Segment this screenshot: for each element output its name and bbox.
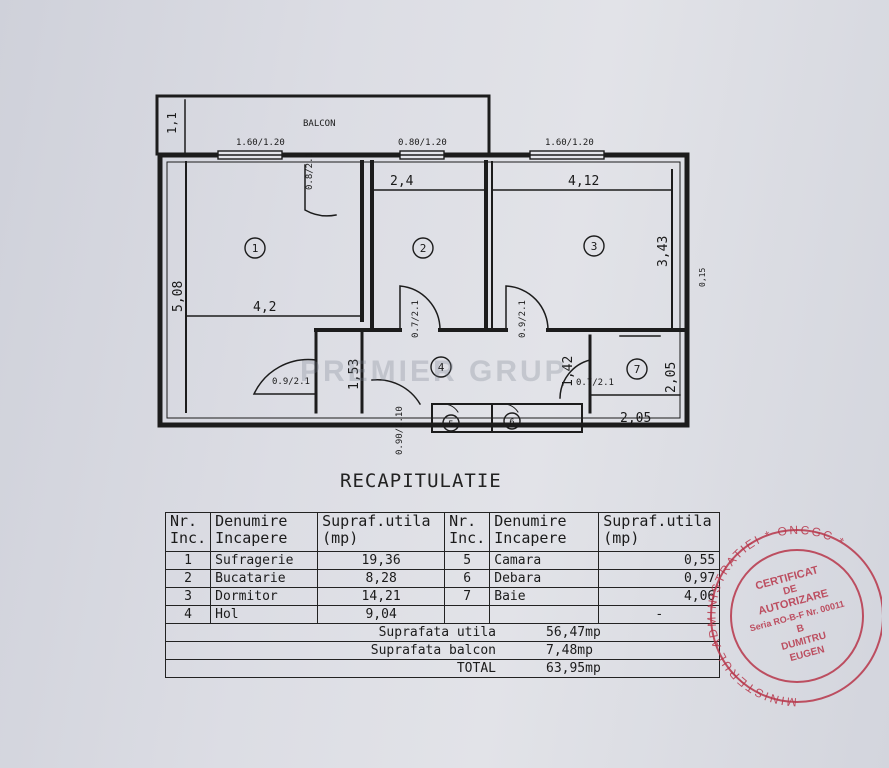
row-area: 4,06: [598, 587, 721, 606]
row-name: Baie: [489, 587, 600, 606]
table-row: 1 Sufragerie 19,36 5 Camara 0,55: [164, 551, 721, 570]
row-name: [489, 605, 600, 624]
dim-2-4: 2,4: [390, 174, 414, 189]
row-name: Camara: [489, 551, 600, 570]
table-row: 2 Bucatarie 8,28 6 Debara 0,97: [164, 569, 721, 588]
row-area: -: [598, 605, 721, 624]
total-value: 7,48mp: [546, 643, 593, 658]
row-nr: 1: [164, 551, 212, 570]
row-area: 14,21: [317, 587, 446, 606]
authorization-stamp: MINISTERUL ADMINISTRATIEI * ONCGC * CERT…: [707, 523, 882, 709]
room-number-3: 3: [591, 240, 598, 253]
window-label-2: 0.80/1.20: [398, 138, 447, 148]
room-number-2: 2: [420, 242, 427, 255]
total-row: Suprafata utila 56,47mp: [164, 623, 721, 642]
total-label: Suprafata balcon: [370, 643, 496, 658]
header-nr-2: Nr.Inc.: [444, 512, 491, 552]
dim-0-15: 0,15: [698, 268, 707, 287]
row-nr: 4: [164, 605, 212, 624]
door-label-1: 0.8/2.1: [305, 152, 315, 190]
row-name: Debara: [489, 569, 600, 588]
window-label-3: 1.60/1.20: [545, 138, 594, 148]
door-label-4: 0.9/2.1: [272, 377, 310, 387]
floor-plan: 1 2 3 4 5 6 7 BALCON 1,1 1.60/1.20 0.80/…: [155, 94, 707, 455]
row-area: 9,04: [317, 605, 446, 624]
dim-1-53: 1,53: [347, 359, 362, 390]
header-area-2: Supraf.utila(mp): [598, 512, 721, 552]
row-name: Hol: [210, 605, 319, 624]
dim-4-12: 4,12: [568, 174, 599, 189]
balcony-label: BALCON: [303, 119, 336, 129]
row-area: 19,36: [317, 551, 446, 570]
stamp-line-5: B: [796, 623, 806, 635]
row-nr: 6: [444, 569, 491, 588]
door-label-3: 0.9/2.1: [518, 300, 528, 338]
total-row: TOTAL 63,95mp: [164, 659, 721, 678]
balcony-depth: 1,1: [165, 112, 179, 134]
row-name: Dormitor: [210, 587, 319, 606]
dim-1-42: 1,42: [561, 356, 576, 387]
row-nr: 5: [444, 551, 491, 570]
total-label: Suprafata utila: [378, 625, 496, 640]
table-row: 4 Hol 9,04 -: [164, 605, 721, 624]
header-nr: Nr.Inc.: [164, 512, 212, 552]
door-label-5: 0.7/2.1: [576, 378, 614, 388]
dim-5-08: 5,08: [171, 281, 186, 312]
total-value: 63,95mp: [546, 661, 601, 676]
total-row: Suprafata balcon 7,48mp: [164, 641, 721, 660]
room-number-7: 7: [634, 363, 641, 376]
watermark: PREMIER GRUP: [300, 355, 568, 388]
door-label-6: 0.90/2.10: [395, 406, 405, 455]
room-number-5: 5: [448, 420, 453, 430]
interior-face: [166, 161, 681, 419]
table-row: 3 Dormitor 14,21 7 Baie 4,06: [164, 587, 721, 606]
header-area: Supraf.utila(mp): [317, 512, 446, 552]
row-nr: 2: [164, 569, 212, 588]
stamp-line-2: DE: [782, 583, 799, 597]
recap-title: RECAPITULATIE: [340, 470, 502, 492]
row-name: Sufragerie: [210, 551, 319, 570]
row-nr: 7: [444, 587, 491, 606]
dim-4-2: 4,2: [253, 300, 276, 315]
total-value: 56,47mp: [546, 625, 601, 640]
room-number-4: 4: [438, 361, 445, 374]
room-number-1: 1: [252, 242, 259, 255]
row-name: Bucatarie: [210, 569, 319, 588]
row-area: 0,55: [598, 551, 721, 570]
dim-3-43: 3,43: [656, 236, 671, 267]
row-area: 0,97: [598, 569, 721, 588]
total-label: TOTAL: [456, 661, 496, 676]
door-label-2: 0.7/2.1: [411, 300, 421, 338]
dim-2-05-horizontal: 2,05: [620, 411, 651, 426]
row-area: 8,28: [317, 569, 446, 588]
row-nr: [444, 605, 491, 624]
room-number-6: 6: [509, 418, 514, 428]
row-nr: 3: [164, 587, 212, 606]
dim-2-05-vertical: 2,05: [664, 362, 679, 393]
window-label-1: 1.60/1.20: [236, 138, 285, 148]
